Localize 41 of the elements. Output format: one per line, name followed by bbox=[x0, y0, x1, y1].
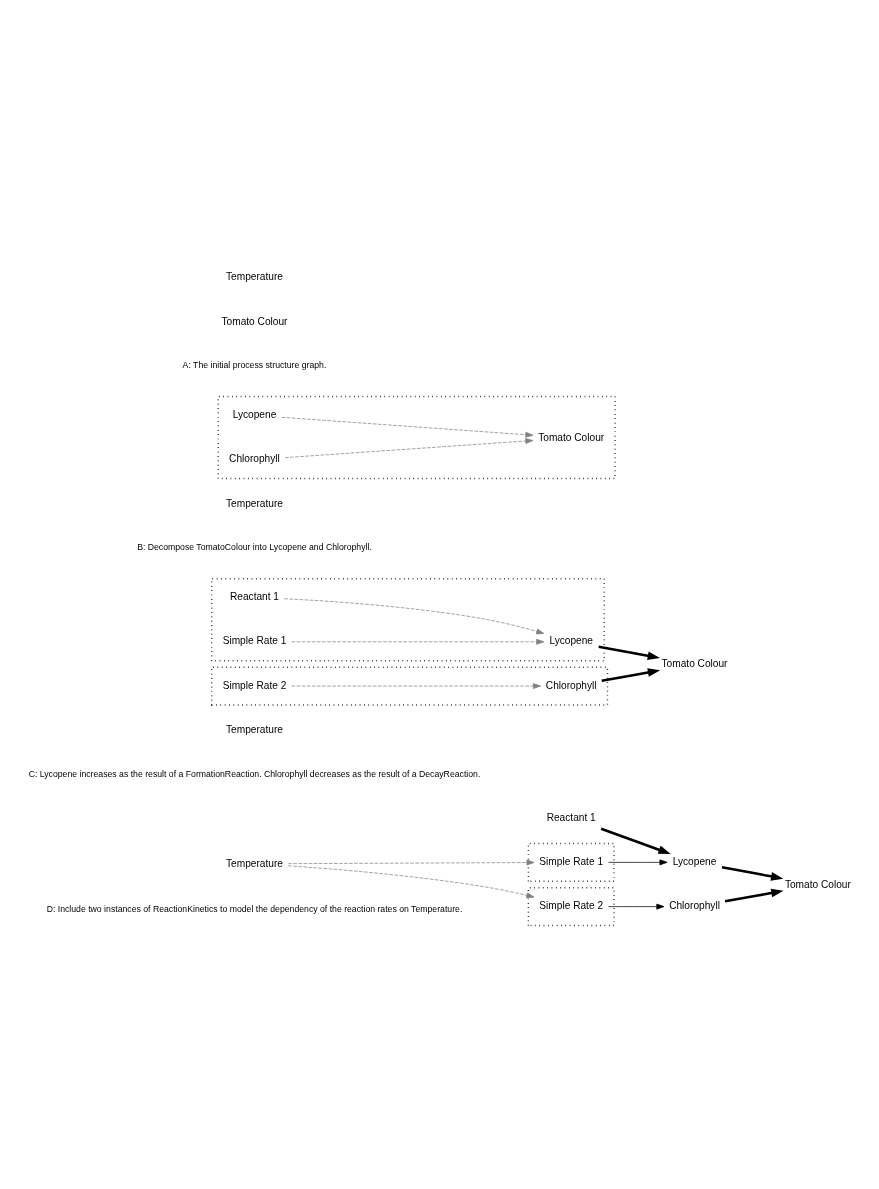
arrow bbox=[288, 859, 535, 865]
node-text: Chlorophyll bbox=[229, 452, 280, 464]
node-text: Lycopene bbox=[549, 634, 593, 646]
arrow bbox=[291, 638, 545, 645]
arrow bbox=[598, 645, 661, 660]
arrow bbox=[608, 858, 668, 865]
node-text: Chlorophyll bbox=[545, 679, 597, 691]
arrow bbox=[284, 437, 534, 458]
node-text: Tomato Colour bbox=[784, 878, 851, 890]
cluster bbox=[217, 395, 616, 479]
arrow bbox=[608, 903, 665, 910]
node-text: Reactant 1 bbox=[546, 811, 596, 823]
node-text: Temperature bbox=[226, 497, 283, 509]
cluster bbox=[210, 577, 605, 661]
arrow bbox=[601, 667, 661, 682]
arrow bbox=[600, 827, 671, 854]
arrow bbox=[721, 865, 784, 881]
node-text: Tomato Colour bbox=[221, 315, 288, 327]
node-text: Simple Rate 1 bbox=[222, 634, 287, 646]
cluster bbox=[210, 665, 609, 706]
node-text: Simple Rate 2 bbox=[539, 899, 604, 911]
arrow bbox=[724, 888, 784, 903]
node-text: Lycopene bbox=[232, 408, 277, 420]
node-text: Temperature bbox=[226, 270, 283, 282]
label: D: Include two instances of ReactionKinetics to model the dependency of the reaction rates on Temperature. bbox=[46, 903, 463, 914]
node-text: Simple Rate 1 bbox=[539, 855, 604, 867]
arrow bbox=[287, 864, 535, 898]
node-text: Tomato Colour bbox=[538, 431, 605, 443]
arrow bbox=[291, 682, 541, 689]
arrow bbox=[281, 416, 534, 438]
node-text: Reactant 1 bbox=[229, 590, 280, 602]
node-text: Temperature bbox=[226, 857, 283, 868]
label: A: The initial process structure graph. bbox=[182, 359, 327, 370]
node-text: Chlorophyll bbox=[669, 899, 720, 911]
node-text: Lycopene bbox=[672, 855, 717, 867]
arrow bbox=[284, 597, 545, 634]
node-text: Simple Rate 2 bbox=[222, 679, 287, 691]
node-text: Temperature bbox=[226, 723, 283, 735]
label: C: Lycopene increases as the result of a FormationReaction. Chlorophyll decreases as the result of a DecayReaction. bbox=[28, 768, 481, 779]
node-text: Tomato Colour bbox=[661, 657, 728, 669]
label: B: Decompose TomatoColour into Lycopene and Chlorophyll. bbox=[137, 541, 372, 552]
